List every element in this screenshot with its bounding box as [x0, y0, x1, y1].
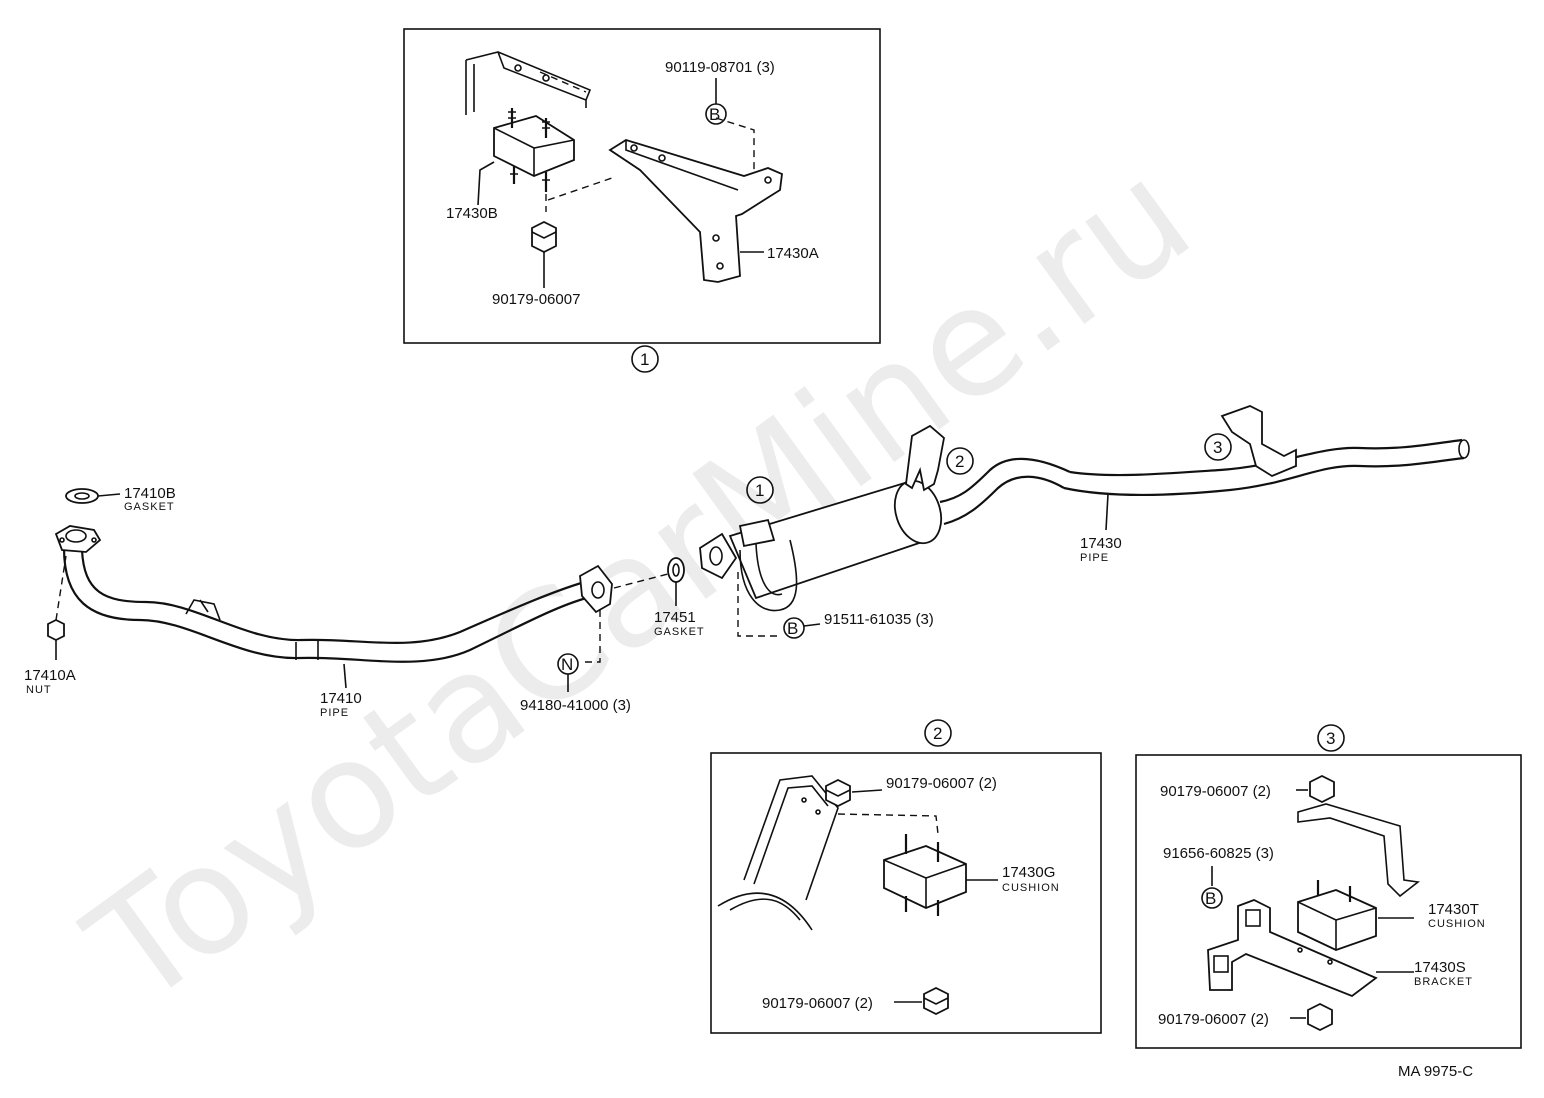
clip-b-lower-marker-icon: [783, 617, 805, 639]
label-17410a-desc: NUT: [26, 684, 52, 696]
label-17410b-desc: GASKET: [124, 501, 175, 513]
label-17451-desc: GASKET: [654, 626, 705, 638]
bracket-17430a-icon: [608, 139, 783, 283]
label-17430a: 17430A: [767, 245, 819, 262]
clip-n-letter: N: [561, 655, 573, 674]
flange-nut-top-inset3-icon: [1309, 774, 1335, 804]
label-17430s: 17430S: [1414, 959, 1466, 976]
flange-nut-bottom-icon: [923, 986, 949, 1016]
label-90179-06007-bottom-inset2: 90179-06007 (2): [762, 995, 873, 1012]
label-91656-60825: 91656-60825 (3): [1163, 845, 1274, 862]
watermark-text: ToyotaCarMine.ru: [58, 128, 1221, 1040]
inset-2-frame: [710, 752, 1102, 1034]
callout-3-location-icon: [1204, 433, 1232, 461]
label-90179-06007-top-inset3: 90179-06007 (2): [1160, 783, 1271, 800]
gasket-17410b-icon: [65, 488, 99, 504]
label-17410: 17410: [320, 690, 362, 707]
label-17410-desc: PIPE: [320, 707, 349, 719]
cushion-17430b-icon: [493, 108, 575, 192]
hanger-2-bracket-icon: [905, 424, 945, 492]
callout-3-location-number: 3: [1213, 438, 1222, 457]
bracket-17430s-icon: [1207, 899, 1378, 998]
callout-2-location-icon: [946, 447, 974, 475]
hanger-2-frame-icon: [717, 775, 839, 931]
gasket-17451-icon: [667, 557, 685, 583]
label-90179-06007: 90179-06007: [492, 291, 580, 308]
label-90179-06007-top-inset2: 90179-06007 (2): [886, 775, 997, 792]
inset-1-frame: [403, 28, 881, 344]
nut-17410a-icon: [47, 618, 65, 642]
label-17451: 17451: [654, 609, 696, 626]
callout-2-marker-icon: [924, 719, 952, 747]
callout-3-number: 3: [1326, 729, 1335, 748]
cushion-17430t-icon: [1297, 880, 1377, 951]
inset-3-panel: 90179-06007 (2) 91656-60825 (3) B 17430T…: [1135, 754, 1522, 1049]
callout-1-marker-icon: [631, 345, 659, 373]
clip-b-letter: B: [709, 105, 720, 124]
label-90179-06007-bottom-inset3: 90179-06007 (2): [1158, 1011, 1269, 1028]
cushion-17430g-icon: [883, 834, 967, 916]
label-91511-61035: 91511-61035 (3): [824, 611, 934, 628]
inset-3-frame: [1135, 754, 1522, 1049]
callout-2-number: 2: [933, 724, 942, 743]
label-90119-08701: 90119-08701 (3): [665, 59, 775, 76]
label-17410b: 17410B: [124, 485, 176, 502]
label-17430: 17430: [1080, 535, 1122, 552]
label-17430g: 17430G: [1002, 864, 1055, 881]
callout-3-marker-icon: [1317, 724, 1345, 752]
callout-2-location-number: 2: [955, 452, 964, 471]
label-17430-desc: PIPE: [1080, 552, 1109, 564]
tail-pipe-17430-icon: [1063, 405, 1470, 497]
clip-b-inset3-marker-icon: [1201, 887, 1223, 909]
label-17430t: 17430T: [1428, 901, 1479, 918]
drawing-code: MA 9975-C: [1398, 1063, 1473, 1080]
callout-1-number: 1: [640, 350, 649, 369]
label-17410a: 17410A: [24, 667, 76, 684]
hanger-3-frame-icon: [1297, 803, 1420, 898]
flange-nut-bottom-inset3-icon: [1307, 1002, 1333, 1032]
clip-b-lower-letter: B: [787, 619, 798, 638]
label-17430b: 17430B: [446, 205, 498, 222]
front-pipe-17410-icon: [54, 525, 613, 663]
inset-2-panel: 90179-06007 (2) 17430G CUSHION 90179-060…: [710, 752, 1102, 1034]
muffler-icon: [699, 457, 1071, 612]
callout-1-location-icon: [746, 476, 774, 504]
clip-b-inset3-letter: B: [1205, 889, 1216, 908]
callout-1-location-number: 1: [755, 481, 764, 500]
label-17430t-desc: CUSHION: [1428, 918, 1486, 930]
inset-1-panel: B 90119-08701 (3) 17430B 17430A 90179-06…: [403, 28, 881, 344]
label-94180-41000: 94180-41000 (3): [520, 697, 631, 714]
label-17430s-desc: BRACKET: [1414, 976, 1473, 988]
label-17430g-desc: CUSHION: [1002, 882, 1060, 894]
frame-plate-icon: [465, 51, 592, 115]
flange-nut-icon: [531, 220, 557, 254]
flange-nut-top-icon: [825, 778, 851, 808]
